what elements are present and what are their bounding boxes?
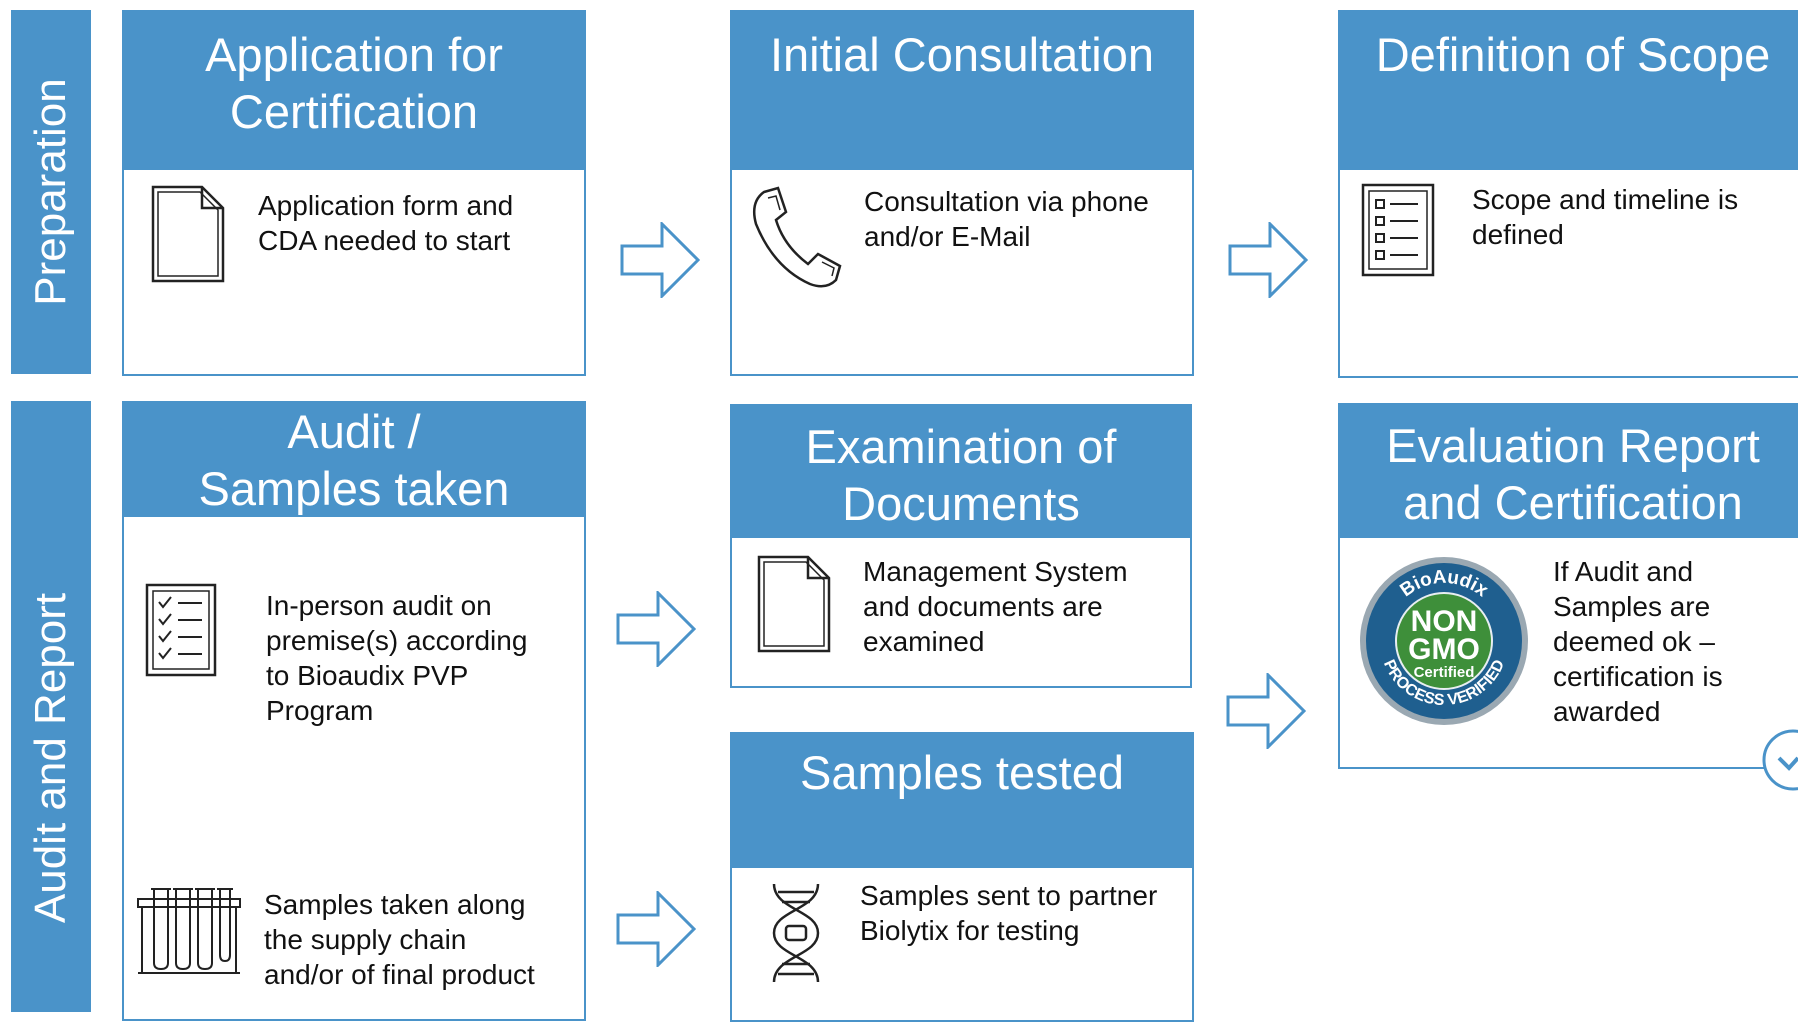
document-icon [150, 184, 226, 284]
document-icon [756, 554, 832, 654]
samples-tested-title: Samples tested [732, 734, 1192, 868]
scope-title: Definition of Scope [1340, 12, 1798, 170]
audit-report-band: Audit and Report [11, 401, 91, 1012]
audit-report-label: Audit and Report [26, 592, 75, 924]
seal-line2: GMO [1408, 633, 1480, 666]
samples-tested-card: Samples tested Samples sent to partner B… [730, 732, 1194, 1022]
list-icon [1360, 182, 1436, 278]
consultation-text: Consultation via phone and/or E-Mail [864, 186, 1149, 252]
preparation-label: Preparation [26, 78, 75, 306]
test-tubes-icon [136, 885, 242, 979]
consultation-title: Initial Consultation [732, 12, 1192, 170]
scope-card: Definition of Scope Scope and timeline i… [1338, 10, 1798, 378]
samples-tested-text: Samples sent to partner Biolytix for tes… [860, 880, 1158, 946]
seal-icon: BioAudix PROCESS VERIFIED NON GMO Certif… [1356, 553, 1532, 729]
application-title: Application for Certification [124, 12, 584, 170]
arrow-right-icon [616, 891, 696, 967]
scope-text: Scope and timeline is defined [1472, 184, 1739, 250]
application-card: Application for Certification Applicatio… [122, 10, 586, 376]
arrow-right-icon [1226, 673, 1306, 749]
consultation-card: Initial Consultation Consultation via ph… [730, 10, 1194, 376]
audit-title: Audit / Samples taken [124, 403, 584, 517]
phone-icon [746, 184, 846, 294]
arrow-right-icon [620, 222, 700, 298]
examination-title: Examination of Documents [732, 406, 1190, 538]
seal-line3: Certified [1414, 664, 1475, 681]
evaluation-text: If Audit and Samples are deemed ok – cer… [1553, 556, 1723, 727]
examination-card: Examination of Documents Management Syst… [730, 404, 1192, 688]
audit-card: Audit / Samples taken In-person audit on… [122, 401, 586, 1021]
checkmark-circle-icon [1761, 728, 1798, 792]
evaluation-title: Evaluation Report and Certification [1340, 405, 1798, 538]
arrow-right-icon [616, 591, 696, 667]
evaluation-card: Evaluation Report and Certification BioA… [1338, 403, 1798, 769]
examination-text: Management System and documents are exam… [863, 556, 1128, 657]
dna-icon [768, 880, 824, 986]
preparation-band: Preparation [11, 10, 91, 374]
arrow-right-icon [1228, 222, 1308, 298]
samples-taken-text: Samples taken along the supply chain and… [264, 889, 535, 990]
checklist-icon [144, 582, 218, 678]
audit-text: In-person audit on premise(s) according … [266, 590, 528, 726]
seal-line1: NON [1411, 605, 1478, 638]
application-text: Application form and CDA needed to start [258, 190, 514, 256]
